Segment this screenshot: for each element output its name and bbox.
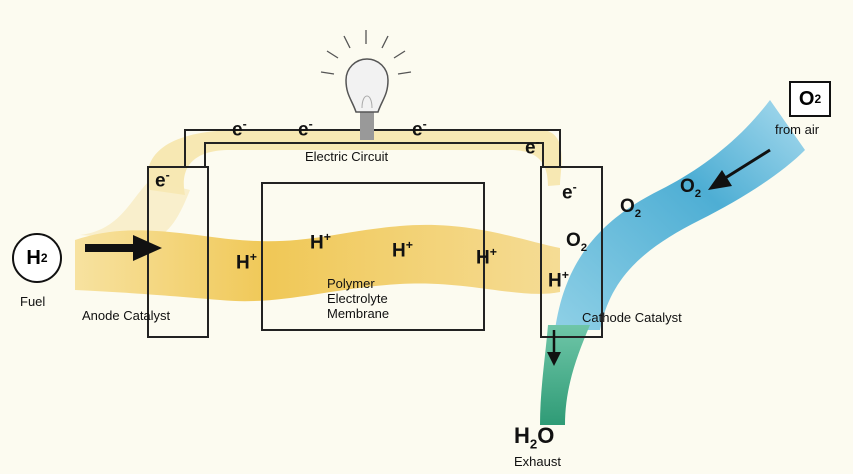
circuit-band — [147, 130, 562, 195]
bulb-socket — [360, 112, 374, 140]
proton-4: H+ — [476, 245, 497, 269]
electron-3: e- — [412, 117, 427, 141]
exhaust-label: Exhaust — [514, 454, 561, 469]
electron-cathode: e- — [562, 180, 577, 204]
membrane-label-2: Electrolyte — [327, 291, 388, 306]
membrane-label-1: Polymer — [327, 276, 375, 291]
electron-4: e- — [525, 135, 540, 159]
oxygen-stream — [555, 100, 805, 330]
membrane-label-3: Membrane — [327, 306, 390, 321]
from-air-label: from air — [775, 122, 820, 137]
electron-1: e- — [232, 117, 247, 141]
o2-molecule-2: O2 — [620, 196, 642, 220]
water-stream — [540, 325, 590, 425]
proton-1: H+ — [236, 250, 257, 274]
electric-circuit-label: Electric Circuit — [305, 149, 389, 164]
left-band-fade — [80, 180, 190, 240]
hydrogen-band — [75, 224, 560, 302]
anode-catalyst-label: Anode Catalyst — [82, 308, 171, 323]
o2-base: O — [798, 87, 815, 110]
arrow-left-down-icon — [708, 148, 771, 190]
o2-molecule-3: O2 — [566, 230, 588, 254]
light-bulb-icon — [320, 30, 412, 113]
cathode-catalyst-label: Cathode Catalyst — [582, 310, 682, 325]
o2-molecule-1: O2 — [680, 176, 702, 200]
h2-sub: 2 — [40, 251, 48, 265]
proton-3: H+ — [392, 238, 413, 262]
membrane-box — [261, 182, 485, 331]
proton-2: H+ — [310, 230, 331, 254]
proton-cathode: H+ — [548, 268, 569, 292]
cathode-box — [540, 166, 603, 338]
o2-sub: 2 — [814, 92, 822, 106]
circuit-wire-inner — [204, 142, 544, 167]
electron-2: e- — [298, 117, 313, 141]
electron-anode: e- — [155, 168, 170, 192]
fuel-label: Fuel — [20, 294, 46, 309]
h2o-exhaust-formula: H2O — [514, 423, 555, 452]
h2-base: H — [26, 246, 41, 269]
arrow-right-icon — [85, 235, 162, 261]
arrow-down-icon — [547, 330, 561, 366]
